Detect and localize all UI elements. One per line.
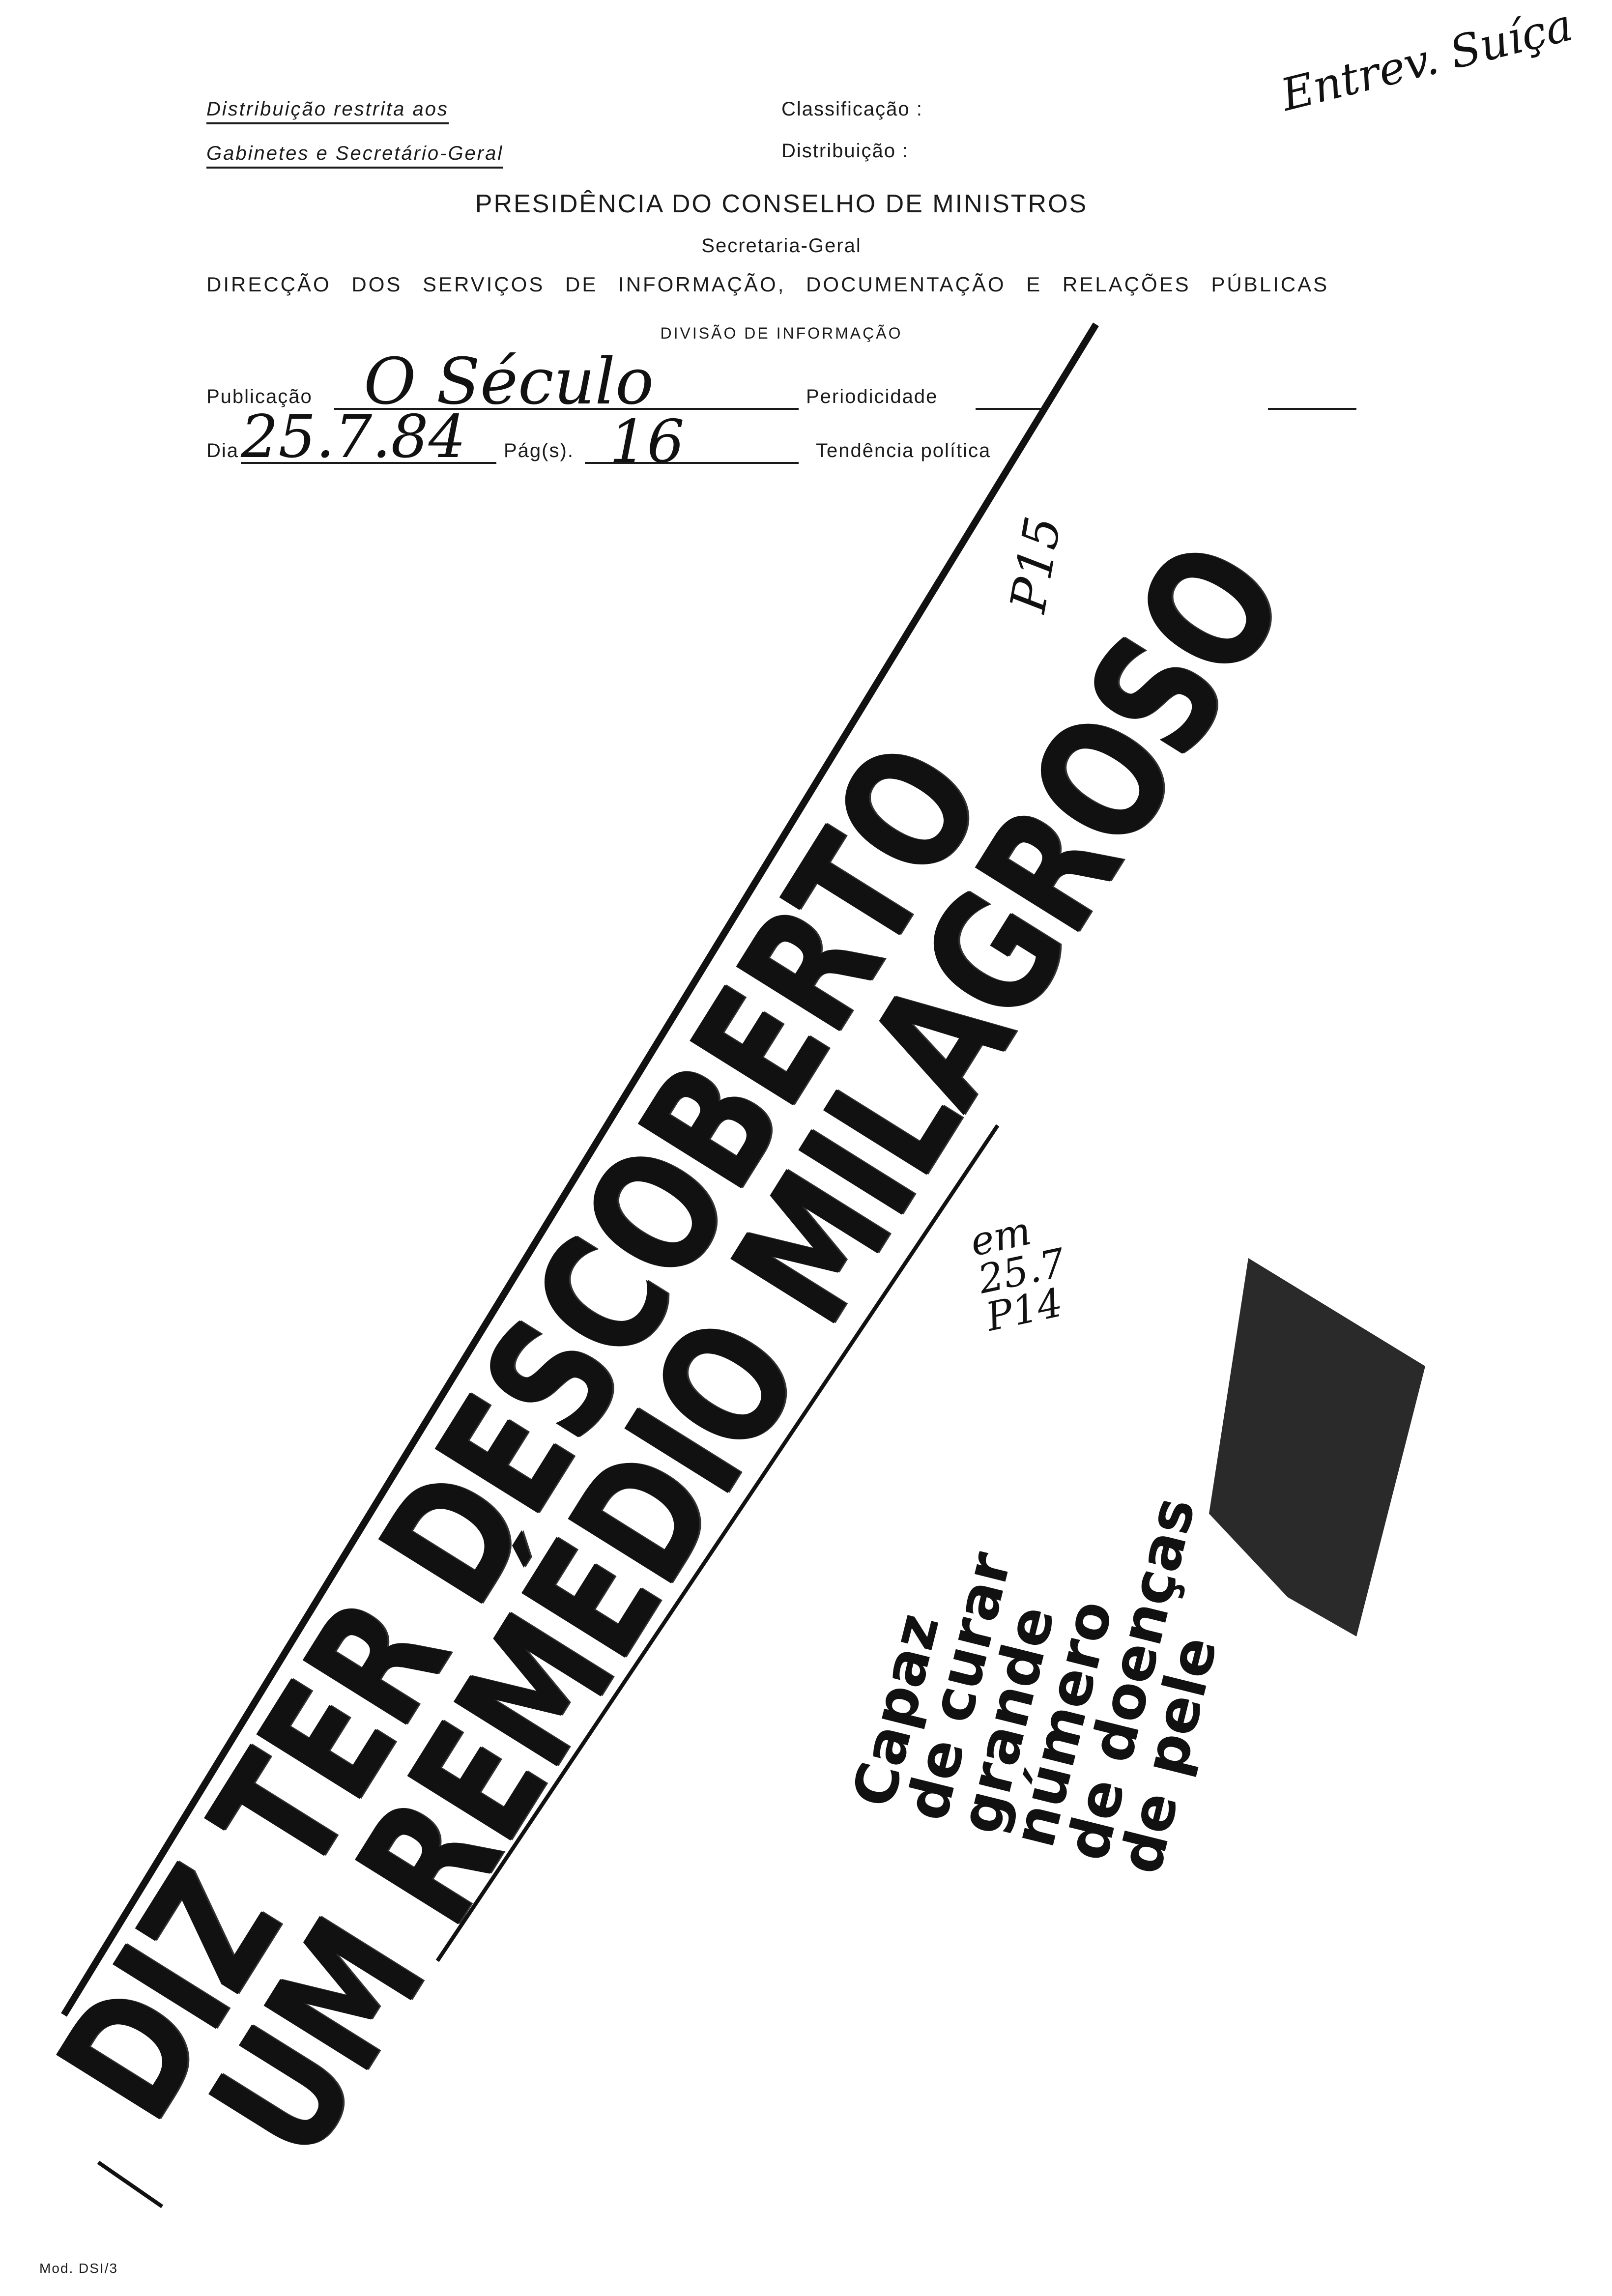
distribution-note-line1: Distribuição restrita aos bbox=[206, 98, 449, 124]
pags-line bbox=[585, 462, 799, 464]
periodicidade-label: Periodicidade bbox=[806, 386, 938, 407]
distribuicao-label: Distribuição : bbox=[781, 140, 909, 162]
page-subtitle: Secretaria-Geral bbox=[701, 235, 862, 257]
dia-value: 25.7.84 bbox=[241, 403, 466, 471]
pags-value: 16 bbox=[609, 408, 685, 476]
publicacao-line bbox=[334, 408, 799, 410]
classificacao-label: Classificação : bbox=[781, 98, 923, 120]
diagonal-rule-upper bbox=[61, 322, 1099, 2017]
publicacao-value: O Século bbox=[364, 344, 654, 419]
periodicidade-line bbox=[976, 408, 1044, 410]
diagonal-rule-lower bbox=[435, 1124, 1000, 1962]
tendencia-label: Tendência política bbox=[816, 440, 991, 461]
distribution-note-line2: Gabinetes e Secretário-Geral bbox=[206, 143, 504, 169]
form-code: Mod. DSI/3 bbox=[39, 2261, 118, 2276]
page-title: PRESIDÊNCIA DO CONSELHO DE MINISTROS bbox=[475, 190, 1088, 218]
dia-line bbox=[241, 462, 496, 464]
article-photo bbox=[1209, 1258, 1425, 1636]
pags-label: Pág(s). bbox=[504, 440, 574, 461]
publicacao-label: Publicação bbox=[206, 386, 313, 407]
dia-label: Dia bbox=[206, 440, 239, 461]
divisao-heading: DIVISÃO DE INFORMAÇÃO bbox=[660, 324, 903, 342]
corner-mark bbox=[97, 2160, 164, 2209]
direccao-heading: DIRECÇÃO DOS SERVIÇOS DE INFORMAÇÃO, DOC… bbox=[206, 273, 1329, 296]
periodicidade-line-right bbox=[1268, 408, 1356, 410]
